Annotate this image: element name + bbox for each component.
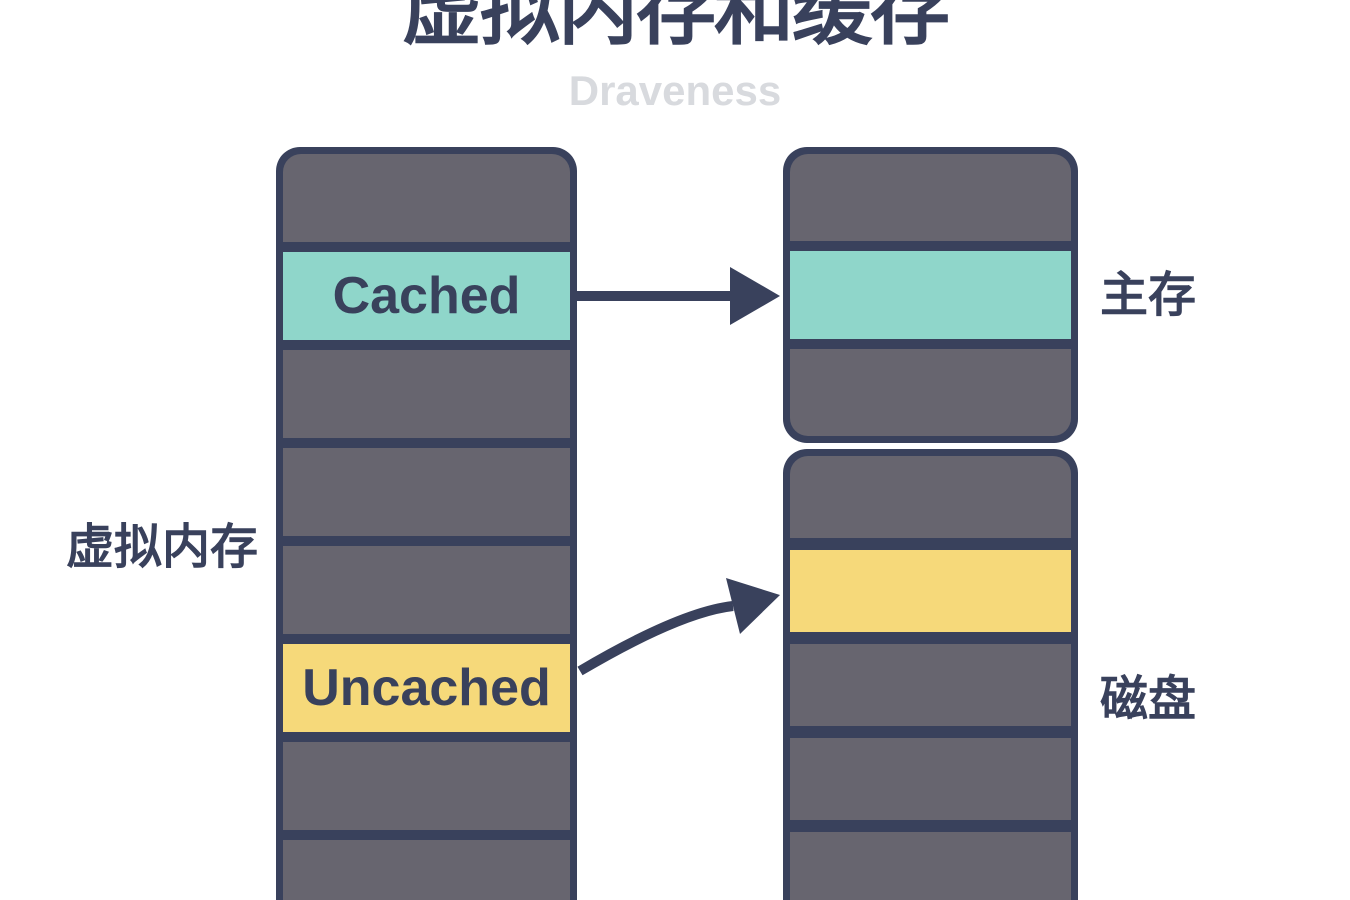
memory-segment	[790, 738, 1071, 820]
virtual-memory-label: 虚拟内存	[65, 521, 258, 574]
memory-segment	[790, 154, 1071, 242]
memory-segment	[790, 251, 1071, 339]
memory-segment	[283, 154, 570, 242]
memory-segment	[283, 350, 570, 438]
memory-segment	[790, 348, 1071, 436]
memory-segment	[283, 840, 570, 900]
disk-label: 磁盘	[1100, 673, 1197, 726]
curved-arrow-line	[577, 601, 734, 676]
cached-to-main-memory-arrow	[577, 267, 780, 325]
memory-segment	[790, 456, 1071, 538]
disk-column	[783, 449, 1078, 900]
memory-segment	[790, 550, 1071, 632]
memory-segment	[283, 448, 570, 536]
curved-arrow-head-icon	[726, 578, 780, 634]
straight-arrow-head-icon	[730, 267, 780, 325]
uncached-to-disk-arrow	[577, 578, 780, 676]
main-memory-label: 主存	[1100, 269, 1197, 322]
memory-segment-uncached: Uncached	[283, 644, 570, 732]
memory-segment	[283, 742, 570, 830]
watermark-text: Draveness	[568, 67, 782, 114]
page-title: 虚拟内存和缓存	[402, 0, 950, 54]
memory-segment	[790, 832, 1071, 900]
memory-segment	[790, 644, 1071, 726]
memory-segment-cached: Cached	[283, 252, 570, 340]
main-memory-column	[783, 147, 1078, 443]
memory-segment	[283, 546, 570, 634]
